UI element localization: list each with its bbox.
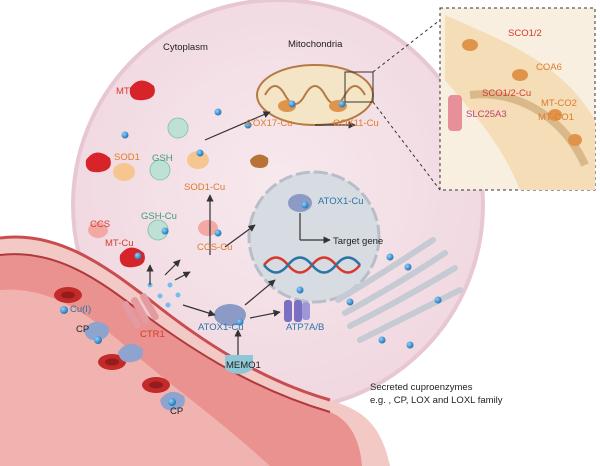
label-inset-sco12: SCO1/2 (508, 28, 542, 39)
label-atox1-cu-nucleus: ATOX1-Cu (318, 196, 364, 207)
nucleus (247, 170, 381, 304)
mitochondria-inset (439, 7, 596, 191)
label-gsh-cu: GSH-Cu (141, 211, 177, 222)
label-inset-mtco2: MT-CO2 (541, 98, 577, 109)
label-secreted-examples: e.g. , CP, LOX and LOXL family (370, 395, 503, 406)
label-cp-2: CP (170, 406, 183, 417)
label-memo1: MEMO1 (226, 360, 261, 371)
label-ctr1: CTR1 (140, 329, 165, 340)
label-inset-slc25a3: SLC25A3 (466, 109, 507, 120)
label-inset-coa6: COA6 (536, 62, 562, 73)
label-gsh: GSH (152, 153, 173, 164)
ctr1-transporter (121, 293, 159, 329)
arrows (146, 111, 356, 355)
blood-vessel (0, 235, 390, 466)
label-cytoplasm: Cytoplasm (163, 42, 208, 53)
atp7ab-transporter (284, 300, 310, 322)
label-inset-mtco1: MT-CO1 (538, 112, 574, 123)
label-atp7ab: ATP7A/B (286, 322, 324, 333)
label-mt-cu: MT-Cu (105, 238, 134, 249)
mitochondrion (256, 64, 374, 126)
label-cp-1: CP (76, 324, 89, 335)
copper-ions (121, 100, 442, 349)
label-cox11-cu: COX11-Cu (333, 118, 379, 129)
memo1-protein (225, 355, 253, 374)
label-cu1: Cu(I) (70, 304, 91, 315)
label-secreted-cuproenzymes: Secreted cuproenzymes (370, 382, 473, 393)
golgi (335, 237, 463, 343)
label-cox17-cu: COX17-Cu (246, 118, 292, 129)
label-ccs-cu: CCS-Cu (197, 242, 232, 253)
label-target-gene: Target gene (333, 236, 383, 247)
label-inset-sco12-cu: SCO1/2-Cu (482, 88, 531, 99)
label-atox1-cu: ATOX1-Cu (198, 322, 244, 333)
label-sod1-cu: SOD1-Cu (184, 182, 225, 193)
label-sod1: SOD1 (114, 152, 140, 163)
proteins (85, 80, 269, 268)
label-mitochondria: Mitochondria (288, 39, 343, 50)
label-ccs: CCS (90, 219, 110, 230)
label-mt-top: MT (116, 86, 130, 97)
